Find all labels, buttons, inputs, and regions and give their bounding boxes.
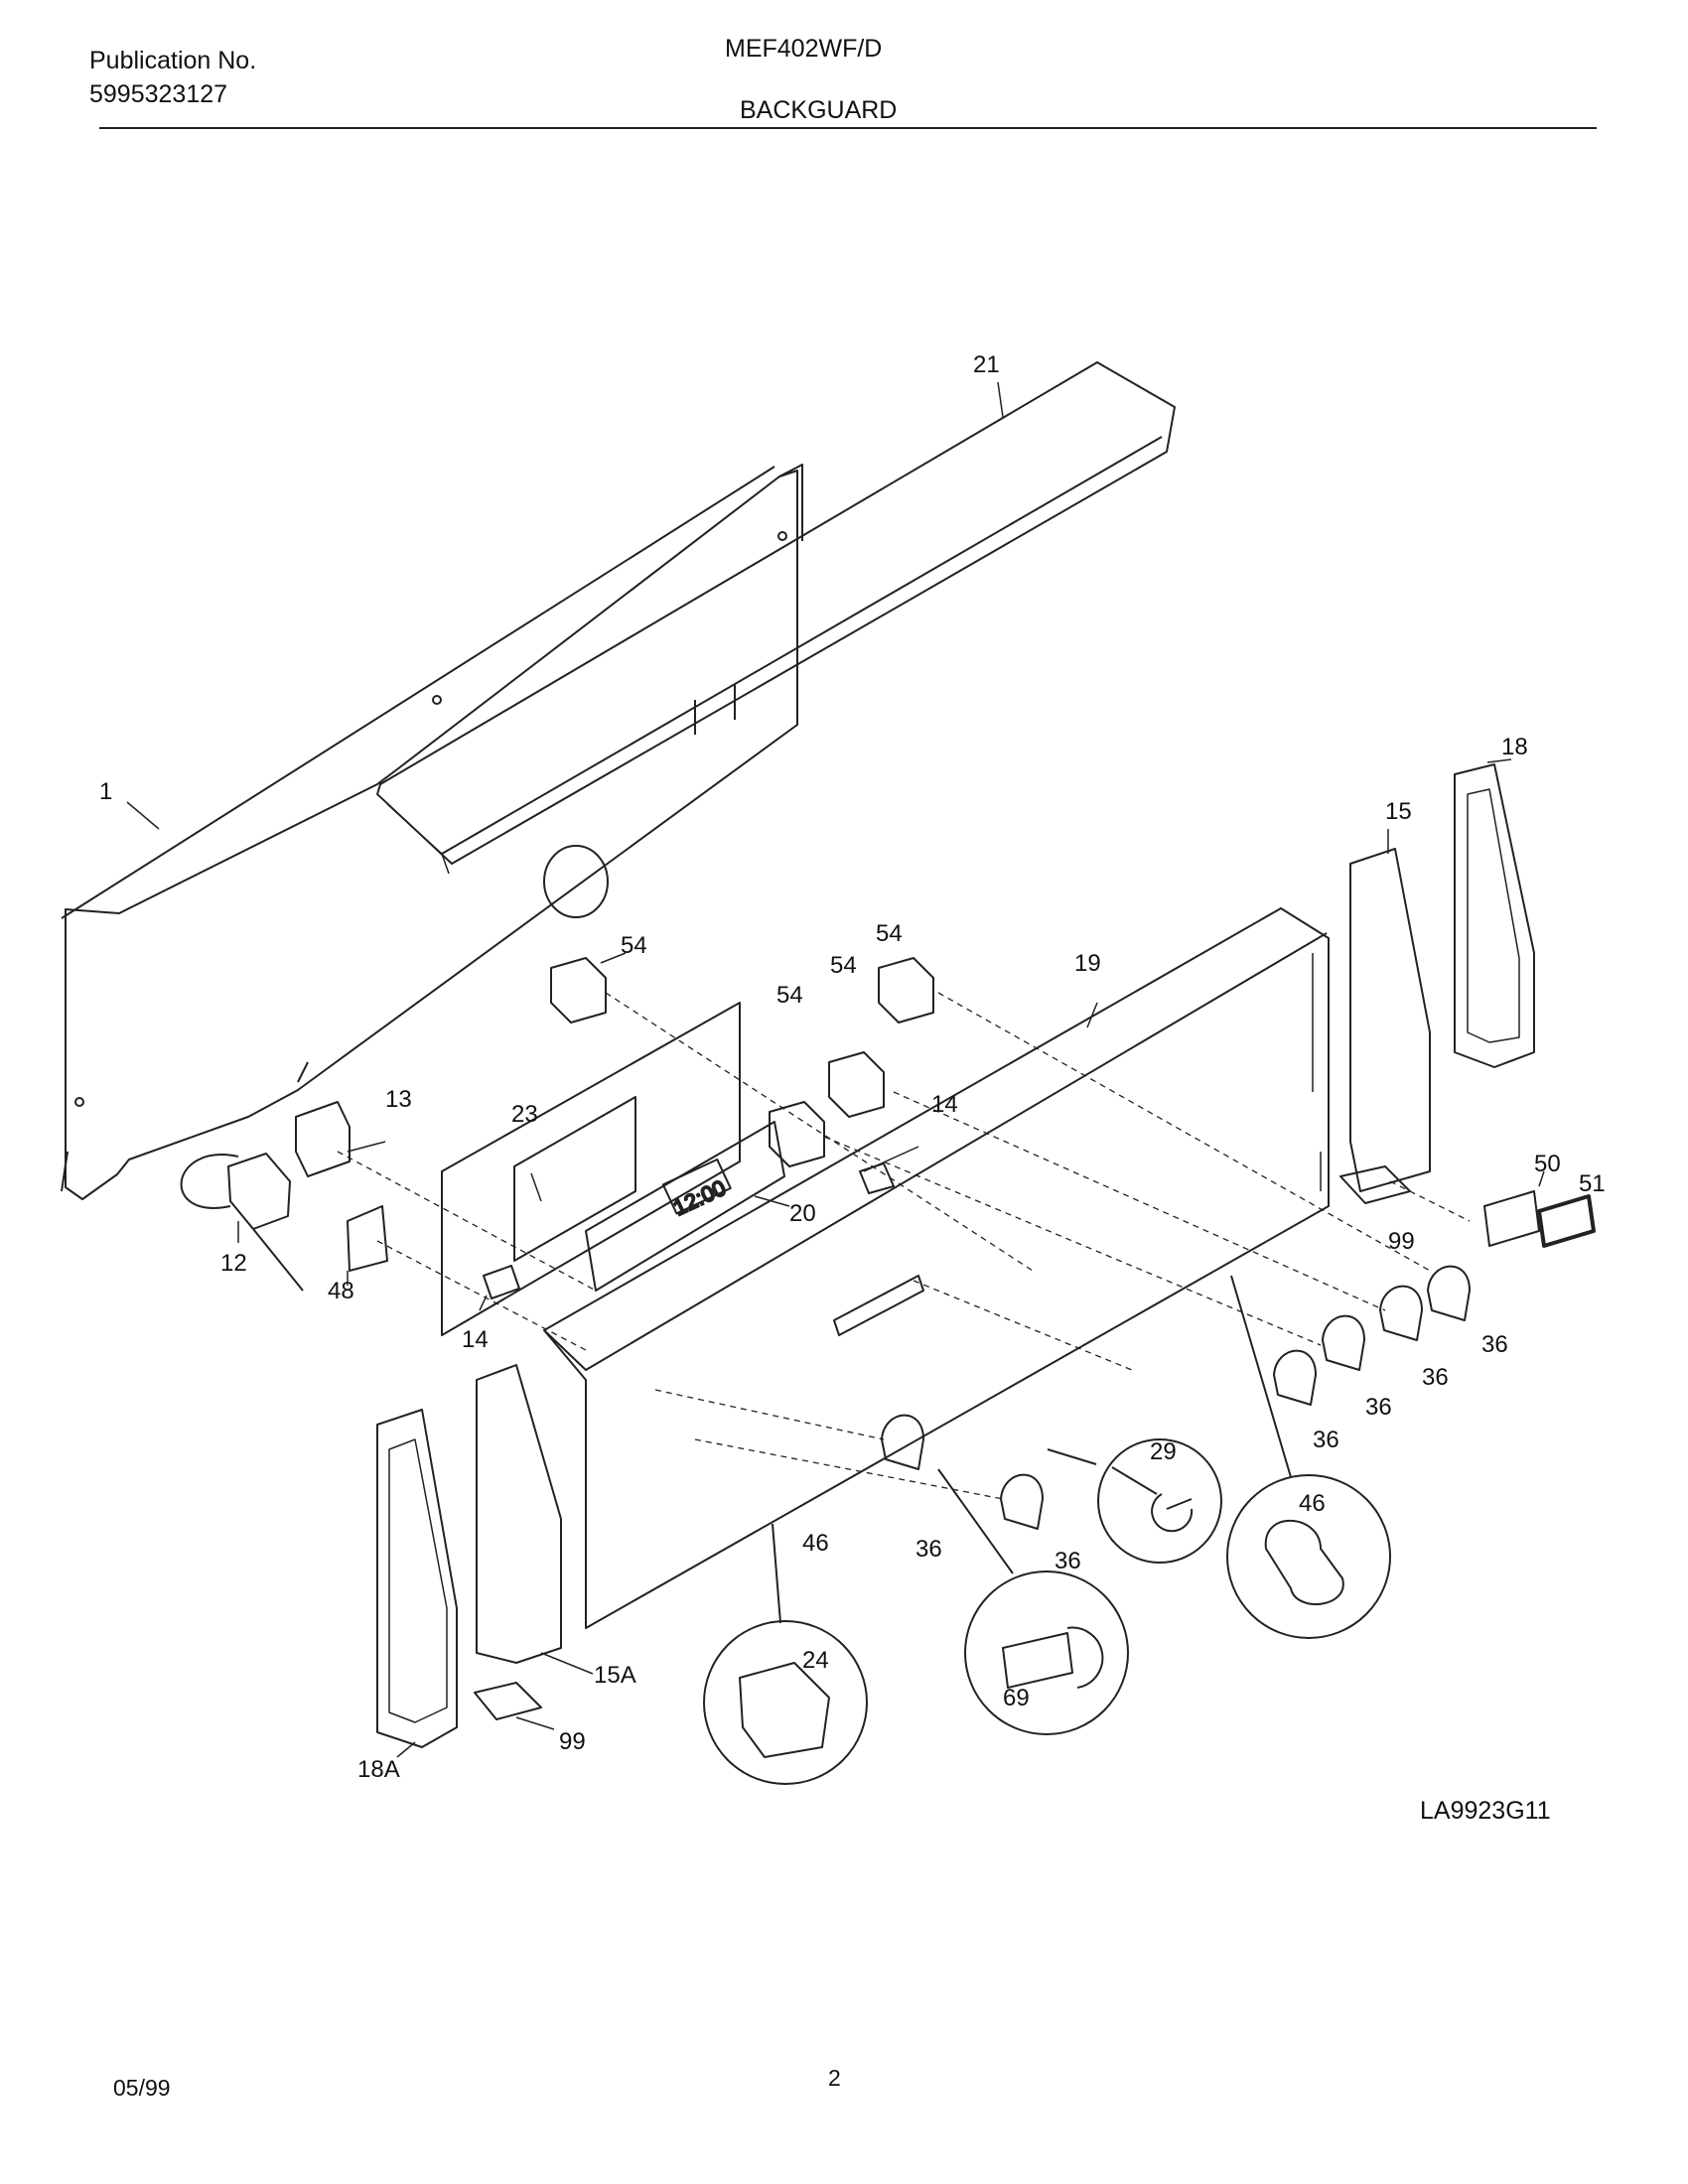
end-trim-part-18a [376, 1409, 458, 1748]
section-title: BACKGUARD [740, 96, 898, 124]
callout-54-b: 54 [776, 982, 803, 1009]
callout-1: 1 [99, 778, 112, 805]
detail-circles [703, 1275, 1391, 1785]
relay-part-13 [295, 1101, 351, 1177]
overlay-part-23 [441, 1002, 741, 1336]
page-number: 2 [828, 2065, 841, 2091]
callout-13: 13 [385, 1086, 412, 1113]
end-bracket-part-15a [476, 1364, 562, 1664]
callout-69: 69 [1003, 1685, 1030, 1711]
callout-leaders [126, 381, 1545, 1758]
switch-part-14a [859, 1162, 895, 1194]
clock-display-text: 12:00 [669, 1175, 729, 1221]
callout-12: 12 [220, 1250, 247, 1277]
callout-54-d: 54 [876, 920, 903, 947]
clip-part-50 [1483, 1190, 1540, 1247]
callout-48: 48 [328, 1278, 354, 1304]
detail-circle-24 [703, 1620, 868, 1785]
assembly-lines [337, 992, 1471, 1500]
callout-24: 24 [802, 1647, 829, 1674]
thermostat-part-12 [227, 1153, 291, 1230]
detail-circle-29 [1097, 1438, 1222, 1564]
callout-29: 29 [1150, 1438, 1177, 1465]
callout-18a: 18A [357, 1756, 400, 1783]
footer-date: 05/99 [113, 2075, 171, 2101]
detail-circle-46 [1226, 1474, 1391, 1639]
switch-part-14b [483, 1265, 520, 1299]
detail-circle-69 [964, 1570, 1129, 1735]
top-trim-part-21 [376, 361, 1176, 875]
knobs-part-36 [881, 1265, 1471, 1530]
header-rule [99, 127, 1597, 129]
publication-number: 5995323127 [89, 80, 228, 108]
callout-50: 50 [1534, 1151, 1561, 1177]
callout-46-a: 46 [1299, 1490, 1326, 1517]
end-trim-part-18 [1454, 763, 1535, 1068]
callout-36-f: 36 [1055, 1548, 1081, 1574]
callout-36-b: 36 [1422, 1364, 1449, 1391]
control-panel-part-19 [543, 907, 1330, 1629]
callout-14-a: 14 [931, 1091, 958, 1118]
pad-part-99a [1339, 1165, 1411, 1204]
callout-23: 23 [511, 1101, 538, 1128]
callout-36-c: 36 [1365, 1394, 1392, 1421]
callout-99-b: 99 [559, 1728, 586, 1755]
rear-panel-part-1 [61, 464, 803, 1200]
callout-99-a: 99 [1388, 1228, 1415, 1255]
callout-19: 19 [1074, 950, 1101, 977]
left-end-parts [376, 1364, 562, 1748]
callout-51: 51 [1579, 1170, 1606, 1197]
callout-15: 15 [1385, 798, 1412, 825]
drawing-code: LA9923G11 [1420, 1797, 1551, 1825]
bracket-part-48 [347, 1205, 388, 1272]
callout-labels: 1 21 18 15 54 54 54 54 19 14 13 23 12 20… [99, 351, 1606, 1783]
callout-36-a: 36 [1481, 1331, 1508, 1358]
switch-part-54 [550, 957, 934, 1167]
publication-label: Publication No. [89, 47, 257, 74]
callout-46-b: 46 [802, 1530, 829, 1557]
callout-15a: 15A [594, 1662, 636, 1689]
callout-36-e: 36 [915, 1536, 942, 1563]
callout-54-a: 54 [621, 932, 647, 959]
callout-18: 18 [1501, 734, 1528, 760]
small-components [180, 1101, 895, 1299]
end-bracket-part-15 [1349, 848, 1431, 1192]
callout-21: 21 [973, 351, 1000, 378]
pad-part-99b [474, 1682, 542, 1720]
model-number: MEF402WF/D [725, 35, 883, 63]
callout-54-c: 54 [830, 952, 857, 979]
callout-36-d: 36 [1313, 1427, 1339, 1453]
callout-14-b: 14 [462, 1326, 489, 1353]
callout-20: 20 [789, 1200, 816, 1227]
clock-board-part-20: 12:00 [585, 1121, 785, 1292]
label-part-51 [1537, 1194, 1596, 1248]
